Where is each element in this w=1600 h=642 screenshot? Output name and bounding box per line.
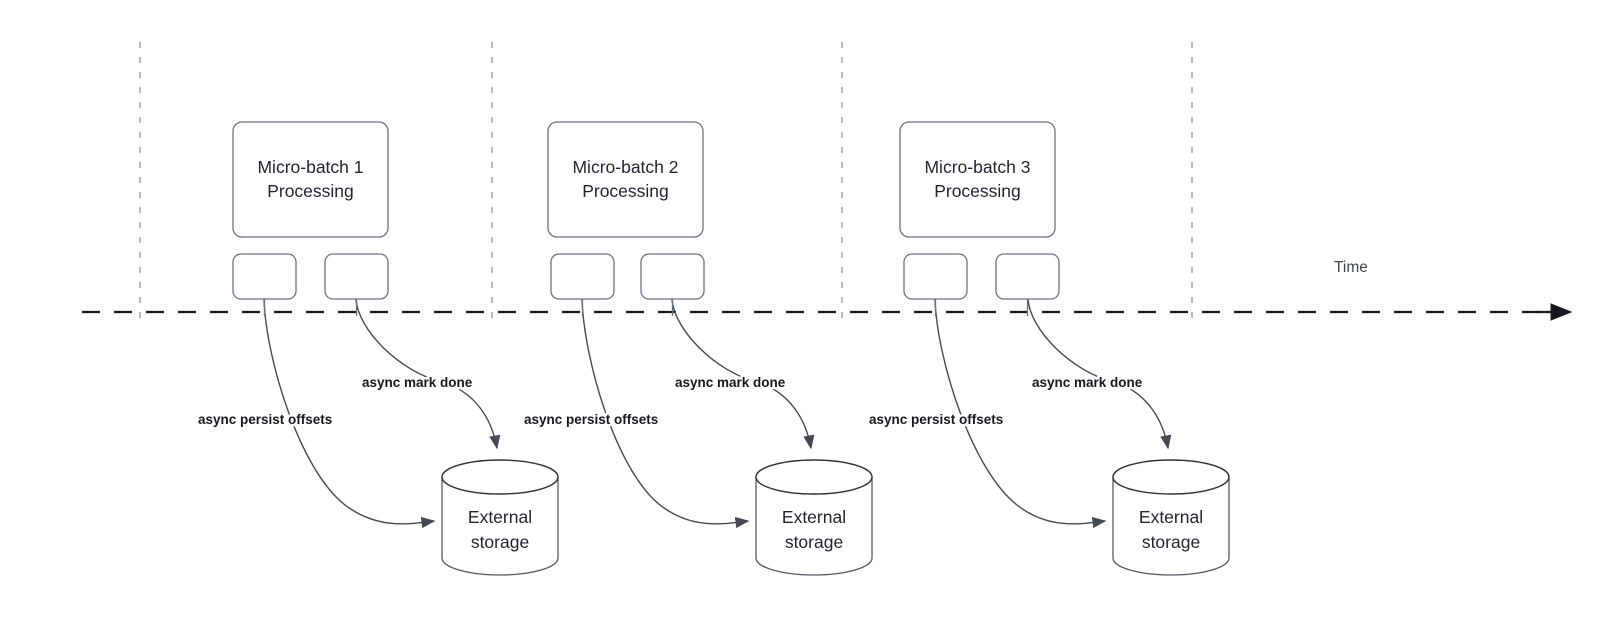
micro-batch-3-processing-label-line1: Micro-batch 3 [924, 157, 1030, 177]
external-storage-1-top-ellipse [441, 459, 559, 495]
async-mark-done-2-label: async mark done [675, 375, 786, 390]
async-mark-done-2-connector [671, 298, 815, 450]
micro-batch-3-task-a[interactable] [903, 253, 968, 300]
async-persist-offsets-2-connector [581, 298, 750, 529]
micro-batch-2-processing-label-line1: Micro-batch 2 [572, 157, 678, 177]
async-connectors [263, 298, 1172, 529]
external-storage-3-body [1112, 476, 1230, 576]
external-storage-3[interactable]: External storage [1112, 459, 1230, 576]
batch-boundaries [139, 42, 1193, 322]
external-storage-1-body [441, 476, 559, 576]
micro-batch-2-task-a[interactable] [550, 253, 615, 300]
async-persist-offsets-1-label: async persist offsets [198, 412, 332, 427]
external-storage-2-body [755, 476, 873, 576]
external-storage-3-top-ellipse [1112, 459, 1230, 495]
time-axis-label: Time [1334, 259, 1368, 276]
external-storage-1-label-line2: storage [471, 532, 529, 552]
micro-batch-3-processing-box[interactable] [899, 121, 1056, 238]
micro-batch-2-processing-box[interactable] [547, 121, 704, 238]
micro-batch-3-processing-label-line2: Processing [934, 181, 1021, 201]
micro-batch-1-processing-label-line1: Micro-batch 1 [257, 157, 363, 177]
edge-labels: async persist offsets async mark done asyn… [196, 373, 1146, 430]
external-storage-2[interactable]: External storage [755, 459, 873, 576]
external-storage-1[interactable]: External storage [441, 459, 559, 576]
external-storage-2-label-line2: storage [785, 532, 843, 552]
micro-batch-2-processing-label-line2: Processing [582, 181, 669, 201]
async-persist-offsets-3-connector [934, 298, 1107, 529]
async-persist-offsets-1-connector [263, 298, 436, 529]
micro-batch-1-task-b[interactable] [324, 253, 389, 300]
async-mark-done-3-label: async mark done [1032, 375, 1143, 390]
external-storage-3-label-line2: storage [1142, 532, 1200, 552]
external-storage-2-label-line1: External [782, 507, 846, 527]
async-persist-offsets-3-label: async persist offsets [869, 412, 1003, 427]
time-axis: Time [82, 259, 1573, 321]
micro-batch-1-processing-box[interactable] [232, 121, 389, 238]
async-persist-offsets-2-label: async persist offsets [524, 412, 658, 427]
external-storage-2-top-ellipse [755, 459, 873, 495]
micro-batch-3-task-b[interactable] [995, 253, 1060, 300]
micro-batch-1-task-a[interactable] [232, 253, 297, 300]
micro-batch-1-processing-label-line2: Processing [267, 181, 354, 201]
async-mark-done-3-connector [1027, 298, 1172, 450]
external-storage-3-label-line1: External [1139, 507, 1203, 527]
external-storage-1-label-line1: External [468, 507, 532, 527]
micro-batch-2-task-b[interactable] [640, 253, 705, 300]
async-mark-done-1-connector [355, 298, 501, 450]
async-mark-done-1-label: async mark done [362, 375, 473, 390]
